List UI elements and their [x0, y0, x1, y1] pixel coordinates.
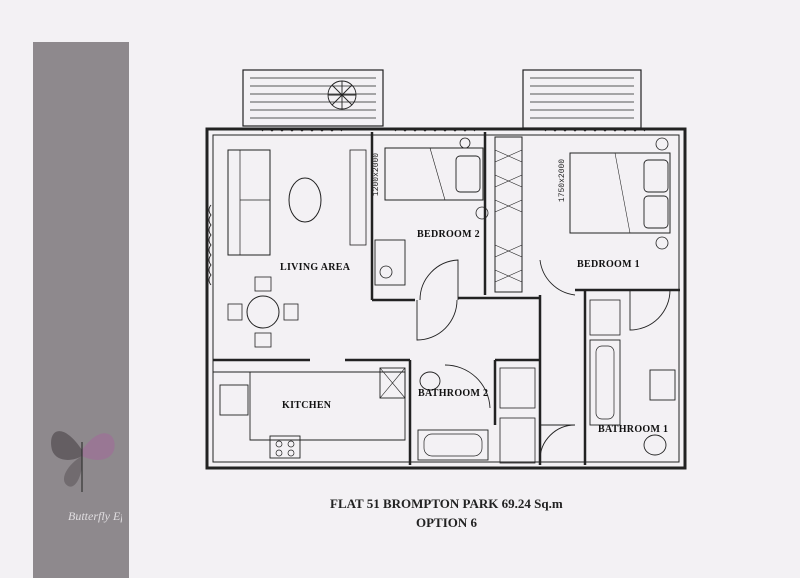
window-living	[261, 128, 343, 132]
plan-option: OPTION 6	[416, 515, 478, 530]
bed2-dimension: 1200x2000	[372, 152, 382, 197]
window-bedroom1	[544, 128, 646, 132]
outer-wall-inner	[212, 134, 680, 463]
butterfly-logo: Butterfly Effect	[51, 431, 122, 523]
room-label-living: LIVING AREA	[280, 262, 351, 273]
sink-1	[649, 369, 676, 401]
branding-sidebar	[33, 42, 129, 578]
kitchen-sink	[219, 384, 249, 416]
desk	[374, 239, 406, 286]
hob	[269, 435, 301, 459]
bathtub-2	[417, 429, 489, 461]
room-label-bathroom1: BATHROOM 1	[598, 424, 669, 435]
balcony-slats	[250, 77, 634, 119]
window-bedroom2	[394, 128, 476, 132]
wardrobe	[494, 136, 523, 293]
toilet-1	[643, 434, 667, 456]
bed-2	[384, 147, 484, 201]
bathtub-1	[589, 339, 621, 426]
sofa	[227, 149, 271, 256]
interior-walls	[213, 132, 680, 465]
dining-table	[246, 295, 280, 329]
outer-wall	[205, 127, 687, 470]
tv-unit	[349, 149, 367, 246]
room-label-bedroom1: BEDROOM 1	[577, 259, 640, 270]
logo-text: Butterfly Effect	[68, 509, 122, 523]
room-label-bedroom2: BEDROOM 2	[417, 229, 480, 240]
balcony-right	[522, 69, 642, 129]
appliance	[379, 367, 406, 399]
room-label-kitchen: KITCHEN	[282, 400, 332, 411]
plant-icon	[327, 80, 357, 110]
balcony-left	[242, 69, 384, 127]
doors	[416, 259, 671, 461]
window-side	[208, 204, 212, 286]
kitchen-counter	[213, 371, 406, 441]
bed-1	[569, 152, 671, 234]
plan-title: FLAT 51 BROMPTON PARK 69.24 Sq.m	[330, 496, 563, 511]
bed1-dimension: 1750x2000	[558, 158, 568, 203]
toilet-2	[419, 371, 441, 391]
room-label-bathroom2: BATHROOM 2	[418, 388, 489, 399]
coffee-table	[288, 177, 322, 223]
